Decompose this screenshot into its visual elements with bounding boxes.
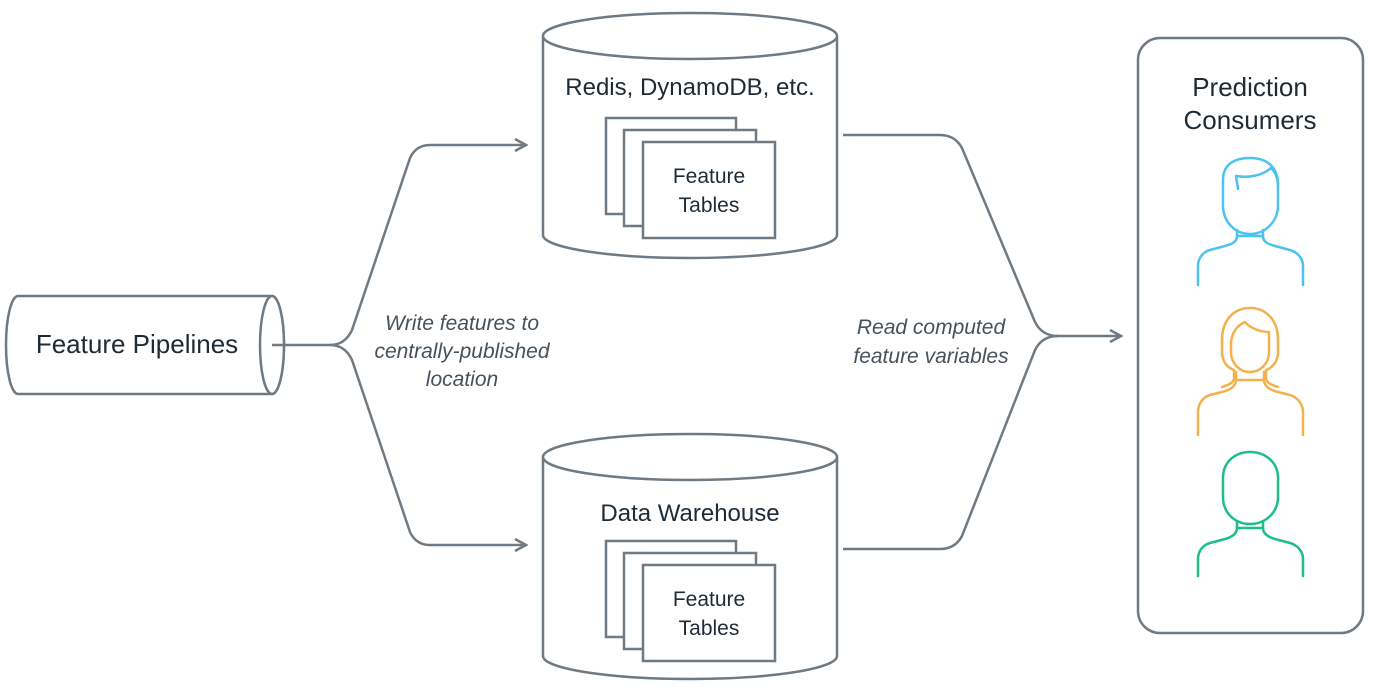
read-connectors — [843, 133, 1120, 551]
write-edge-label: Write features to centrally-published lo… — [374, 312, 550, 391]
offline-tables-line2: Tables — [679, 617, 740, 640]
prediction-consumers-node: Prediction Consumers — [1136, 36, 1365, 635]
offline-store-node: Data Warehouse Feature Tables — [541, 432, 839, 681]
feature-pipelines-label: Feature Pipelines — [36, 329, 238, 359]
person-female-icon — [1196, 306, 1305, 437]
write-label-line1: Write features to — [385, 312, 539, 335]
person-male-icon — [1196, 156, 1305, 287]
offline-store-label: Data Warehouse — [600, 500, 779, 527]
consumers-title-line2: Consumers — [1184, 105, 1317, 135]
write-label-line3: location — [426, 368, 498, 391]
consumers-title-line1: Prediction — [1192, 72, 1308, 102]
person-icon — [1196, 450, 1305, 578]
write-connectors — [272, 145, 525, 545]
online-store-label: Redis, DynamoDB, etc. — [565, 74, 814, 101]
online-tables-line2: Tables — [679, 194, 740, 217]
online-feature-tables: Feature Tables — [604, 116, 777, 240]
write-label-line2: centrally-published — [374, 340, 550, 363]
offline-tables-line1: Feature — [673, 588, 745, 611]
offline-feature-tables: Feature Tables — [604, 539, 777, 663]
read-label-line2: feature variables — [853, 345, 1009, 368]
online-store-node: Redis, DynamoDB, etc. Feature Tables — [541, 11, 839, 260]
read-label-line1: Read computed — [857, 316, 1007, 339]
read-edge-label: Read computed feature variables — [853, 316, 1009, 368]
online-tables-line1: Feature — [673, 165, 745, 188]
feature-pipelines-node: Feature Pipelines — [4, 294, 286, 396]
